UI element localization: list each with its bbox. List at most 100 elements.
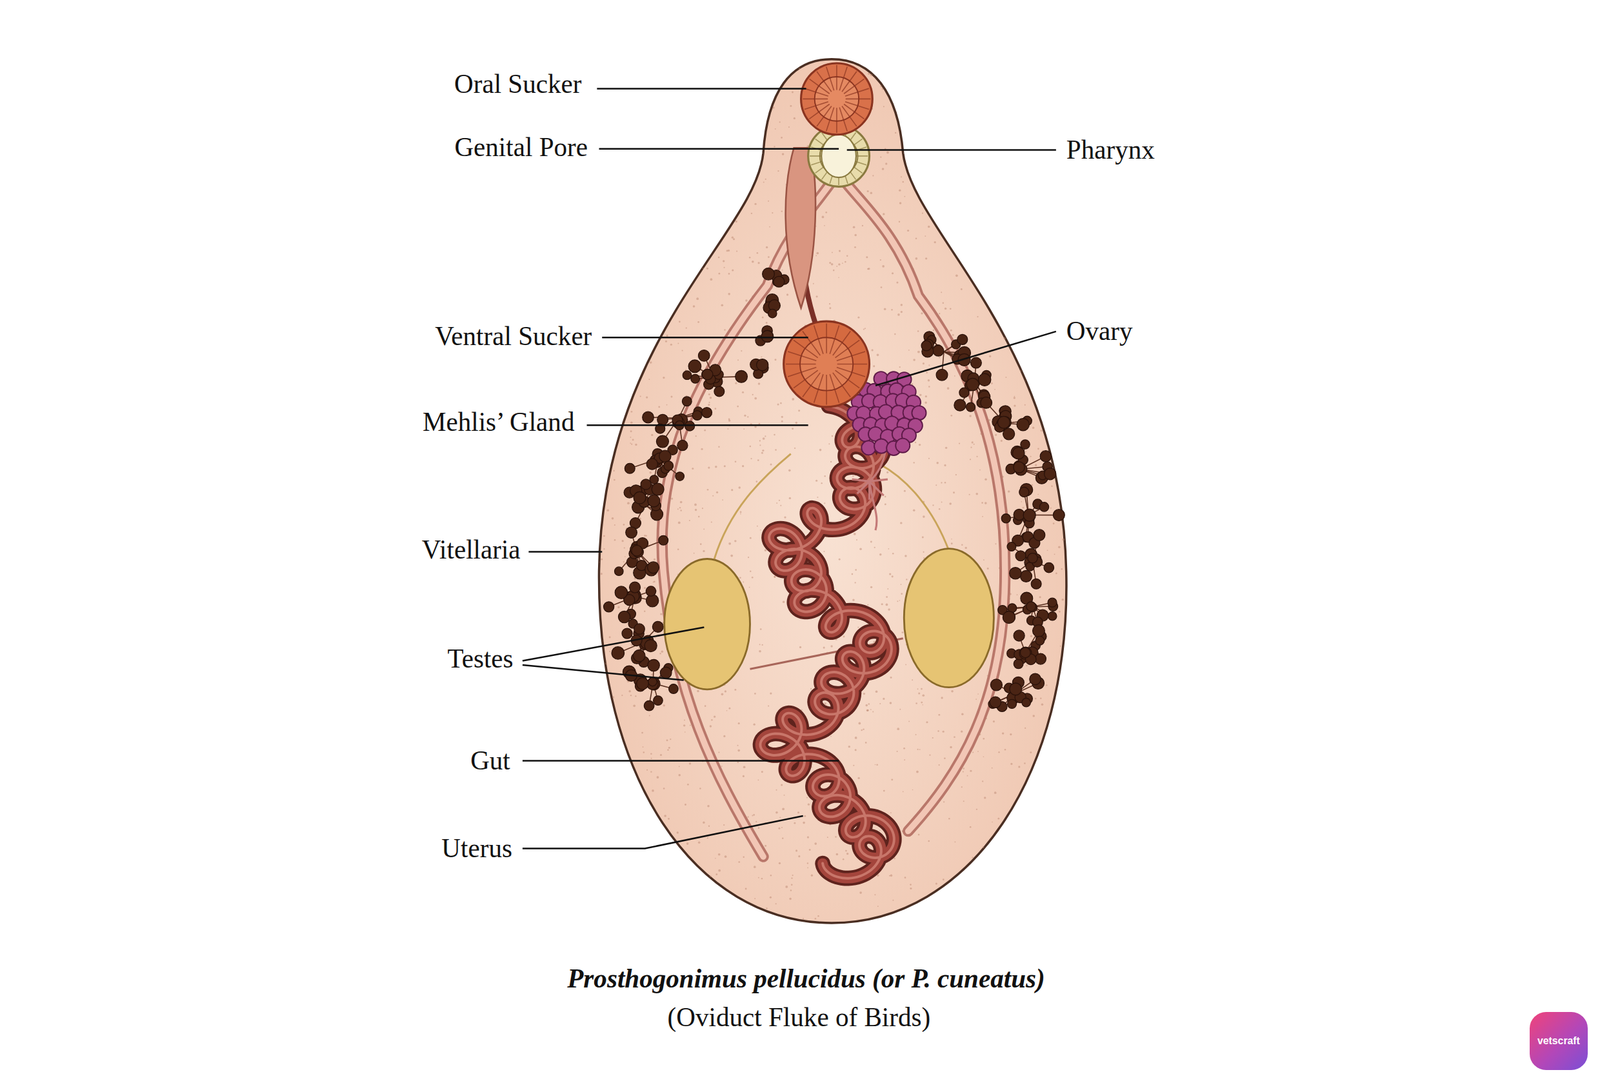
stipple-dot	[881, 167, 885, 171]
stipple-dot	[829, 261, 831, 264]
stipple-dot	[934, 898, 937, 901]
stipple-dot	[769, 226, 771, 228]
stipple-dot	[992, 898, 995, 900]
stipple-dot	[848, 745, 851, 748]
stipple-dot	[1054, 788, 1057, 790]
stipple-dot	[707, 489, 710, 491]
stipple-dot	[674, 130, 677, 133]
stipple-dot	[729, 707, 731, 710]
stipple-dot	[668, 870, 671, 873]
stipple-dot	[1018, 222, 1020, 224]
stipple-dot	[1034, 463, 1037, 466]
stipple-dot	[1032, 369, 1034, 371]
vitelline-follicle	[640, 479, 651, 490]
stipple-dot	[992, 111, 995, 114]
stipple-dot	[851, 573, 854, 576]
stipple-dot	[689, 247, 691, 250]
stipple-dot	[700, 99, 702, 101]
stipple-dot	[702, 550, 705, 553]
stipple-dot	[1063, 294, 1066, 297]
stipple-dot	[880, 259, 882, 261]
stipple-dot	[680, 141, 682, 144]
stipple-dot	[976, 134, 979, 136]
vitelline-follicle	[643, 700, 655, 711]
stipple-dot	[634, 227, 637, 230]
stipple-dot	[857, 626, 859, 628]
stipple-dot	[718, 107, 720, 109]
stipple-dot	[645, 535, 648, 537]
vitelline-follicle	[621, 628, 633, 639]
vitelline-follicle	[642, 411, 655, 424]
stipple-dot	[749, 587, 751, 589]
stipple-dot	[881, 265, 885, 268]
stipple-dot	[846, 255, 848, 257]
stipple-dot	[678, 321, 681, 324]
stipple-dot	[702, 821, 705, 824]
stipple-dot	[643, 587, 646, 590]
stipple-dot	[830, 736, 832, 738]
stipple-dot	[1011, 218, 1014, 220]
stipple-dot	[880, 156, 882, 158]
stipple-dot	[964, 108, 967, 111]
stipple-dot	[719, 238, 721, 240]
stipple-dot	[653, 558, 656, 561]
stipple-dot	[1011, 256, 1014, 259]
vitelline-follicle	[614, 567, 624, 577]
stipple-dot	[854, 246, 857, 249]
stipple-dot	[648, 378, 650, 380]
stipple-dot	[1043, 861, 1046, 864]
stipple-dot	[636, 98, 639, 100]
stipple-dot	[780, 402, 782, 405]
stipple-dot	[705, 206, 708, 208]
stipple-dot	[761, 644, 764, 646]
stipple-dot	[870, 191, 873, 194]
stipple-dot	[871, 349, 874, 351]
stipple-dot	[711, 907, 715, 910]
stipple-dot	[815, 480, 818, 482]
stipple-dot	[771, 212, 773, 214]
stipple-dot	[670, 315, 672, 317]
stipple-dot	[609, 93, 611, 95]
stipple-dot	[732, 180, 735, 182]
stipple-dot	[1014, 219, 1017, 221]
stipple-dot	[703, 169, 706, 172]
stipple-dot	[689, 172, 691, 175]
vitelline-follicle	[633, 491, 646, 504]
stipple-dot	[1017, 94, 1020, 97]
stipple-dot	[595, 440, 597, 442]
stipple-dot	[606, 846, 609, 849]
stipple-dot	[969, 95, 972, 98]
stipple-dot	[625, 401, 628, 404]
stipple-dot	[618, 858, 621, 860]
stipple-dot	[936, 85, 939, 88]
stipple-dot	[1029, 167, 1031, 170]
stipple-dot	[928, 111, 930, 113]
stipple-dot	[747, 416, 749, 418]
stipple-dot	[852, 765, 855, 767]
stipple-dot	[1063, 202, 1065, 204]
stipple-dot	[1055, 182, 1058, 185]
stipple-dot	[638, 324, 640, 326]
stipple-dot	[1033, 323, 1035, 326]
stipple-dot	[778, 862, 781, 865]
stipple-dot	[1032, 320, 1035, 322]
stipple-dot	[1061, 568, 1063, 570]
stipple-dot	[600, 69, 603, 72]
stipple-dot	[830, 461, 832, 463]
stipple-dot	[650, 753, 653, 756]
stipple-dot	[778, 81, 780, 83]
vitelline-cluster	[755, 325, 774, 346]
stipple-dot	[738, 861, 740, 864]
stipple-dot	[983, 796, 986, 799]
stipple-dot	[683, 206, 686, 209]
stipple-dot	[781, 416, 784, 419]
stipple-dot	[633, 187, 636, 190]
stipple-dot	[658, 253, 660, 255]
stipple-dot	[898, 221, 900, 223]
stipple-dot	[1001, 121, 1004, 123]
stipple-dot	[885, 596, 888, 599]
stipple-dot	[932, 914, 935, 917]
stipple-dot	[742, 581, 744, 583]
stipple-dot	[838, 558, 841, 561]
